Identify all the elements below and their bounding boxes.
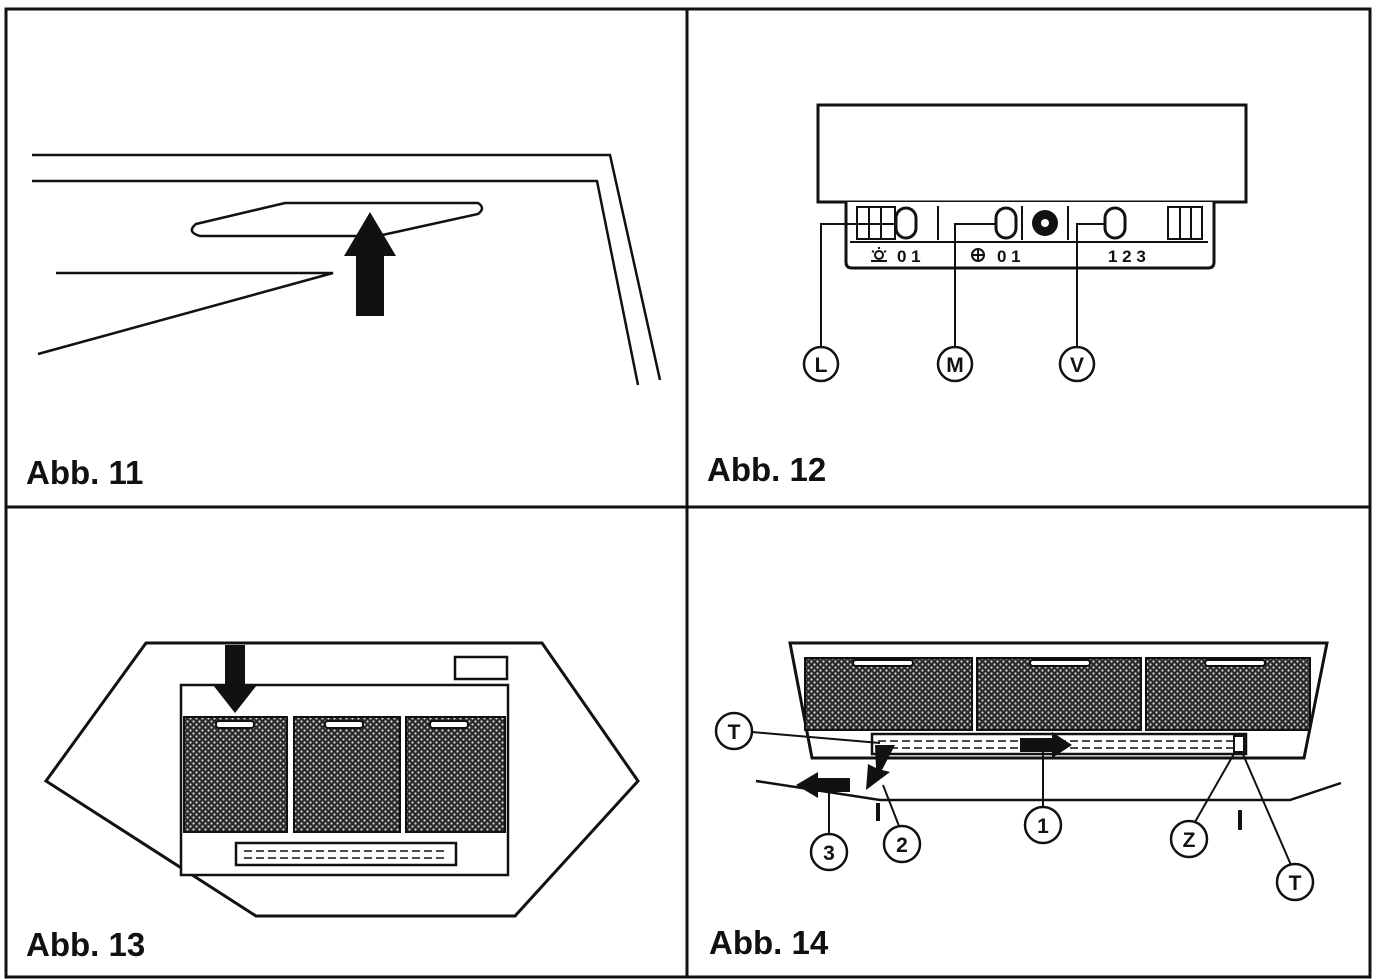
- callout-v-label: V: [1070, 354, 1084, 377]
- filter-handle: [215, 720, 255, 729]
- callout-2: [882, 824, 922, 864]
- callout-t-left: [714, 711, 754, 751]
- panel-abb-13: Abb. 13: [26, 641, 640, 963]
- light-strip: [234, 841, 458, 867]
- arrow-down-left-icon: [866, 745, 895, 790]
- indicator-lamp-center: [1041, 219, 1049, 227]
- filter-handle: [852, 659, 914, 667]
- lamp-icon: [871, 247, 887, 262]
- motor-switch-positions: 0 1: [997, 247, 1021, 266]
- callout-t-left-label: T: [728, 721, 741, 744]
- callout-1-label: 1: [1037, 815, 1049, 838]
- screw: [876, 803, 880, 821]
- motor-switch[interactable]: [994, 206, 1018, 240]
- arrow-up-icon: [344, 212, 396, 316]
- callout-3: [809, 832, 849, 872]
- screw: [1238, 810, 1242, 830]
- light-cover: [453, 655, 509, 681]
- filter-handle: [324, 720, 364, 729]
- callout-t-right: [1275, 862, 1315, 902]
- panel-abb-12: 0 1 0 1 1 2 3 L M V Abb. 12: [707, 103, 1248, 488]
- callout-3-label: 3: [823, 842, 835, 865]
- grease-filter[interactable]: [405, 716, 506, 833]
- callout-t-right-label: T: [1289, 872, 1302, 895]
- hood-body: [816, 103, 1248, 204]
- callout-l-label: L: [815, 354, 828, 377]
- callout-2-label: 2: [896, 834, 908, 857]
- grease-filter[interactable]: [293, 716, 401, 833]
- filter-handle: [1029, 659, 1091, 667]
- leader-lines: [751, 731, 1292, 866]
- lamp-holder: [1233, 735, 1245, 753]
- speed-switch[interactable]: [1103, 206, 1127, 240]
- arrow-left-icon: [796, 772, 850, 798]
- grease-filter[interactable]: [183, 716, 288, 833]
- end-block-right: [1167, 206, 1203, 240]
- panel-abb-11: Abb. 11: [26, 153, 662, 491]
- grease-filter[interactable]: [976, 657, 1142, 731]
- callout-1: [1023, 805, 1063, 845]
- callout-m: [936, 345, 974, 383]
- screws: [876, 803, 1242, 830]
- grease-filter[interactable]: [804, 657, 973, 731]
- caption-abb-14: Abb. 14: [709, 924, 829, 961]
- arrow-right-icon: [1020, 732, 1072, 758]
- callout-m-label: M: [946, 354, 964, 377]
- filter-handles: [852, 659, 1266, 667]
- panel-abb-14: T 1 2 3 Z T Abb. 14: [709, 641, 1342, 961]
- light-switch[interactable]: [894, 206, 918, 240]
- leader-lines: [820, 223, 1105, 346]
- filter-handle: [1204, 659, 1266, 667]
- callout-l: [802, 345, 840, 383]
- speed-switch-positions: 1 2 3: [1108, 247, 1146, 266]
- caption-abb-13: Abb. 13: [26, 926, 145, 963]
- hood-outline: [32, 153, 662, 386]
- callout-z: [1169, 819, 1209, 859]
- fan-icon: [971, 248, 985, 262]
- arrow-down-icon: [213, 645, 257, 713]
- callout-z-label: Z: [1183, 829, 1196, 852]
- filter-handles: [215, 720, 469, 729]
- filter-handle: [429, 720, 469, 729]
- caption-abb-12: Abb. 12: [707, 451, 826, 488]
- light-switch-positions: 0 1: [897, 247, 921, 266]
- callout-v: [1058, 345, 1096, 383]
- grease-filter[interactable]: [1145, 657, 1311, 731]
- panel-grid: [4, 7, 1372, 979]
- caption-abb-11: Abb. 11: [26, 454, 143, 491]
- filter-plate: [190, 201, 484, 238]
